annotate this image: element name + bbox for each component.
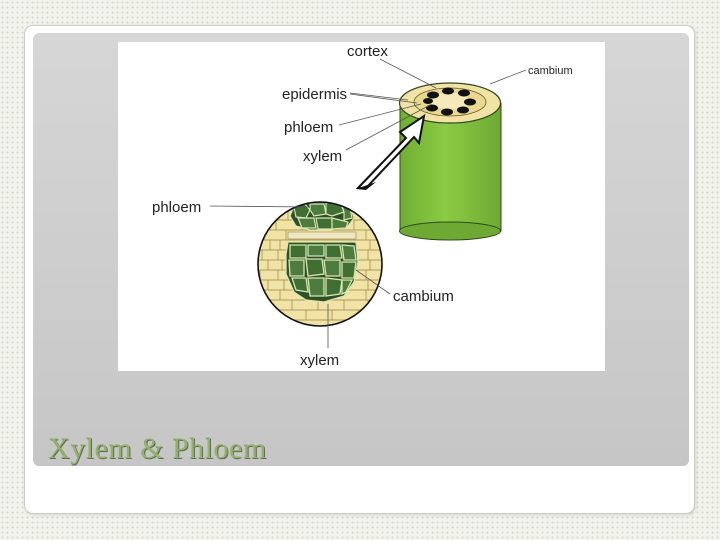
stem-cylinder — [398, 82, 502, 241]
label-epidermis: epidermis — [282, 86, 347, 103]
vascular-bundles — [423, 87, 476, 116]
label-phloem-top: phloem — [284, 119, 333, 136]
label-cortex: cortex — [347, 43, 388, 60]
stem-diagram: cortex cambium epidermis phloem xylem ph… — [118, 42, 605, 371]
label-cambium-bottom: cambium — [393, 288, 454, 305]
phloem-cells — [289, 202, 355, 231]
magnified-cross-section — [257, 201, 383, 327]
label-phloem-side: phloem — [152, 199, 201, 216]
leader-lines — [209, 58, 527, 348]
label-cambium-top: cambium — [528, 65, 573, 77]
xylem-cells — [285, 241, 359, 303]
zoom-arrow — [355, 113, 426, 190]
cambium-layer — [287, 231, 357, 240]
label-xylem-top: xylem — [303, 148, 342, 165]
slide-title: Xylem & Phloem — [48, 432, 267, 465]
label-xylem-bottom: xylem — [300, 352, 339, 369]
